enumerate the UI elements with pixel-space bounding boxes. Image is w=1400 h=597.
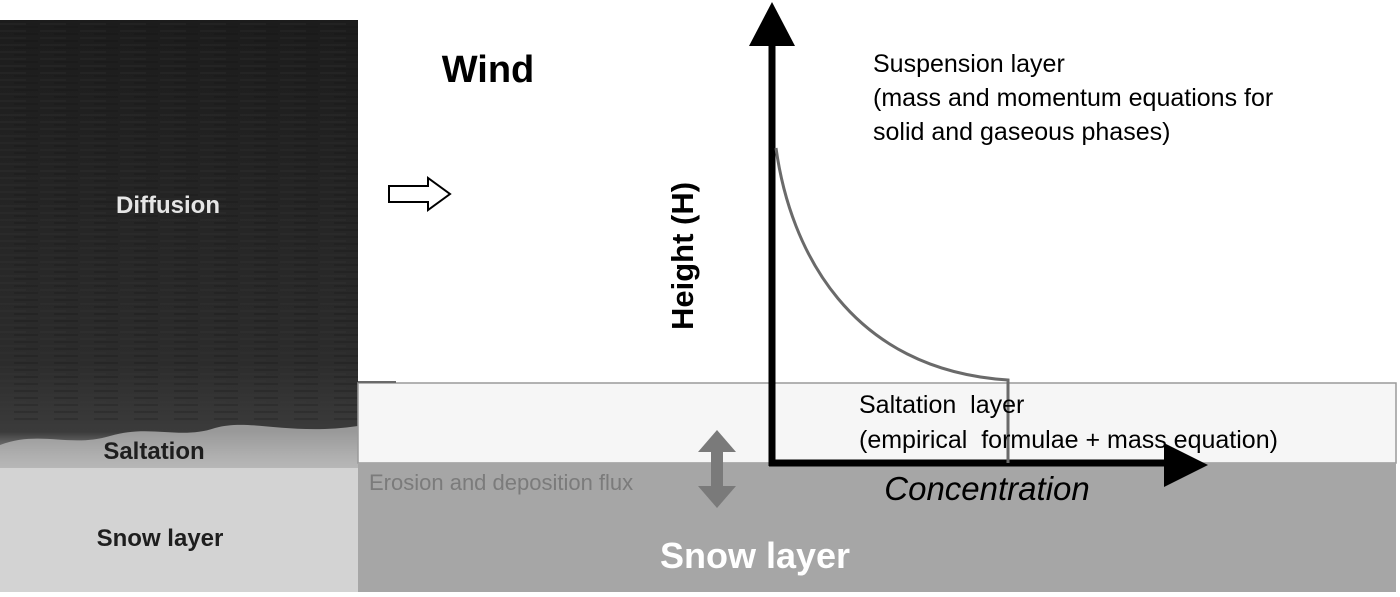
snow-layer-band — [358, 463, 1396, 592]
wind-label: Wind — [442, 49, 535, 91]
y-axis-label: Height (H) — [665, 182, 700, 330]
snow-photo: Diffusion Saltation Snow layer — [0, 20, 358, 592]
suspension-layer-annotation: Suspension layer (mass and momentum equa… — [873, 50, 1273, 146]
photo-snow-label: Snow layer — [97, 525, 224, 552]
saltation-detail: (empirical formulae + mass equation) — [859, 426, 1278, 454]
flux-label: Erosion and deposition flux — [369, 470, 633, 495]
photo-diffusion-label: Diffusion — [116, 192, 220, 219]
photo-saltation-label: Saltation — [103, 438, 204, 465]
flux-double-arrow-icon — [698, 430, 736, 508]
snow-layer-label: Snow layer — [660, 535, 850, 576]
y-axis-arrowhead-icon — [749, 2, 795, 46]
saltation-layer-annotation: Saltation layer (empirical formulae + ma… — [859, 391, 1278, 454]
saltation-band — [357, 382, 1397, 464]
saltation-title: Saltation layer — [859, 391, 1024, 419]
x-axis-label: Concentration — [884, 470, 1089, 507]
saltation-cloud — [0, 424, 358, 470]
suspension-title: Suspension layer — [873, 50, 1065, 78]
wind-arrow-icon — [388, 176, 452, 212]
x-axis-arrowhead-icon — [1164, 443, 1208, 487]
photo-snow-surface — [0, 468, 358, 592]
suspension-line2: solid and gaseous phases) — [873, 118, 1170, 146]
photo-streaks — [0, 20, 358, 420]
concentration-profile-curve — [774, 147, 1010, 463]
suspension-line1: (mass and momentum equations for — [873, 84, 1273, 112]
